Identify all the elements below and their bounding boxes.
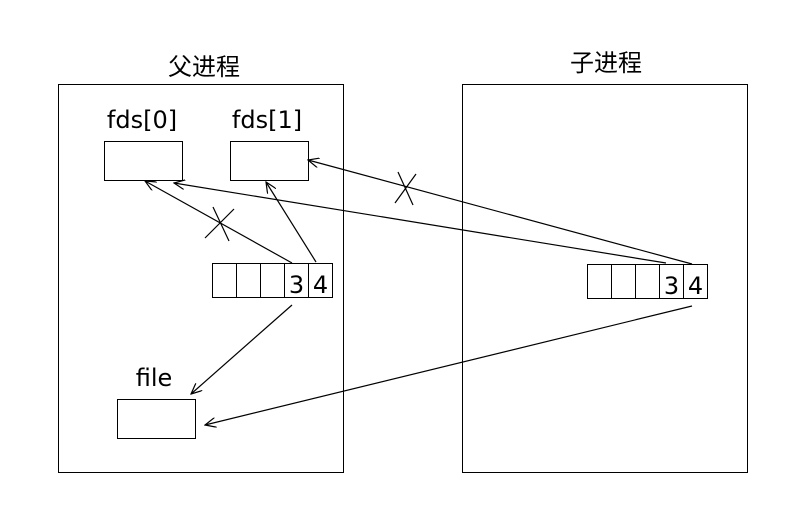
parent-fd-cell (260, 263, 285, 298)
parent-fd-table: 3 4 (212, 263, 333, 299)
child-fd-3-label: 3 (664, 272, 679, 300)
cross-mark-child-fds1 (394, 171, 417, 206)
fds0-box (104, 141, 183, 181)
edge-parent-3-to-fds0 (145, 181, 293, 264)
fds1-box (230, 141, 309, 181)
parent-fd-cell (284, 263, 309, 298)
child-fd-table: 3 4 (587, 264, 708, 300)
fds0-label: fds[0] (107, 106, 177, 134)
child-fd-cell (635, 264, 660, 299)
parent-fd-cell (212, 263, 237, 298)
child-fd-cell (611, 264, 636, 299)
edge-parent-to-file (191, 304, 293, 394)
edge-parent-4-to-fds1 (266, 182, 317, 263)
cross-mark-parent-fds0 (204, 206, 235, 242)
edge-child-3-to-fds0 (174, 183, 667, 264)
parent-fd-cell (308, 263, 333, 298)
file-label: file (136, 364, 173, 392)
child-fd-cell (659, 264, 684, 299)
child-fd-cell (587, 264, 612, 299)
child-fd-4-label: 4 (688, 272, 703, 300)
parent-fd-3-label: 3 (289, 271, 304, 299)
parent-fd-cell (236, 263, 261, 298)
edges (145, 160, 693, 425)
edge-child-to-file (205, 305, 693, 425)
child-fd-cell (683, 264, 708, 299)
file-box (117, 399, 196, 439)
closed-fd-marks (204, 171, 417, 242)
child-process-title: 子进程 (570, 49, 642, 77)
edge-child-4-to-fds1 (308, 160, 693, 265)
fds1-label: fds[1] (232, 106, 302, 134)
parent-fd-4-label: 4 (313, 271, 328, 299)
parent-process-title: 父进程 (168, 53, 240, 81)
